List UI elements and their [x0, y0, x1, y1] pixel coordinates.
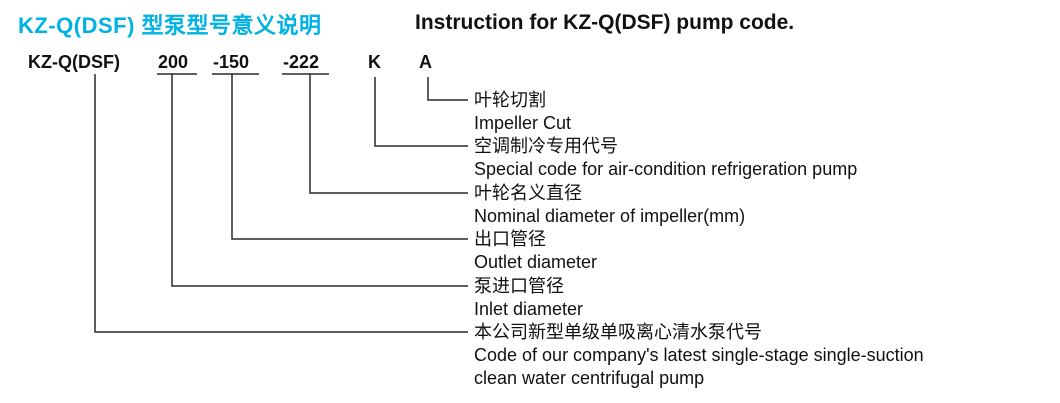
label-special-code-en: Special code for air-condition refrigera…: [474, 159, 858, 179]
code-segment-inlet: 200: [158, 52, 189, 72]
title-english: Instruction for KZ-Q(DSF) pump code.: [415, 11, 795, 34]
connector-impeller-cut: [427, 77, 468, 101]
label-inlet-diameter-en: Inlet diameter: [474, 299, 584, 319]
code-segment-special: K: [368, 52, 381, 72]
label-nominal-diameter-cn: 叶轮名义直径: [474, 183, 582, 203]
connector-outlet-diameter: [231, 74, 468, 240]
label-special-code: 空调制冷专用代号 Special code for air-condition …: [474, 135, 857, 181]
label-inlet-diameter: 泵进口管径 Inlet diameter: [474, 275, 583, 321]
label-outlet-diameter: 出口管径 Outlet diameter: [474, 228, 597, 274]
label-nominal-diameter-en: Nominal diameter of impeller(mm): [474, 206, 746, 226]
label-impeller-cut-cn: 叶轮切割: [474, 90, 546, 110]
label-company-code-en1: Code of our company's latest single-stag…: [474, 345, 924, 365]
label-outlet-diameter-cn: 出口管径: [474, 229, 546, 249]
code-segment-impeller-cut: A: [419, 52, 432, 72]
label-impeller-cut-en: Impeller Cut: [474, 113, 572, 133]
label-special-code-cn: 空调制冷专用代号: [474, 136, 618, 156]
title-chinese: KZ-Q(DSF) 型泵型号意义说明: [18, 13, 322, 38]
connector-special-code: [374, 77, 468, 147]
label-impeller-cut: 叶轮切割 Impeller Cut: [474, 89, 571, 135]
connector-nominal-diameter: [309, 74, 468, 194]
connector-inlet-diameter: [171, 74, 468, 287]
label-company-code-cn: 本公司新型单级单吸离心清水泵代号: [474, 322, 762, 342]
connector-company-code: [94, 74, 468, 333]
code-segment-series: KZ-Q(DSF): [28, 52, 120, 72]
code-segment-outlet: -150: [213, 52, 250, 72]
label-outlet-diameter-en: Outlet diameter: [474, 252, 598, 272]
label-nominal-diameter: 叶轮名义直径 Nominal diameter of impeller(mm): [474, 182, 745, 228]
label-company-code: 本公司新型单级单吸离心清水泵代号 Code of our company's l…: [474, 321, 924, 390]
label-company-code-en2: clean water centrifugal pump: [474, 368, 705, 388]
code-segment-impeller: -222: [283, 52, 320, 72]
label-inlet-diameter-cn: 泵进口管径: [474, 276, 564, 296]
